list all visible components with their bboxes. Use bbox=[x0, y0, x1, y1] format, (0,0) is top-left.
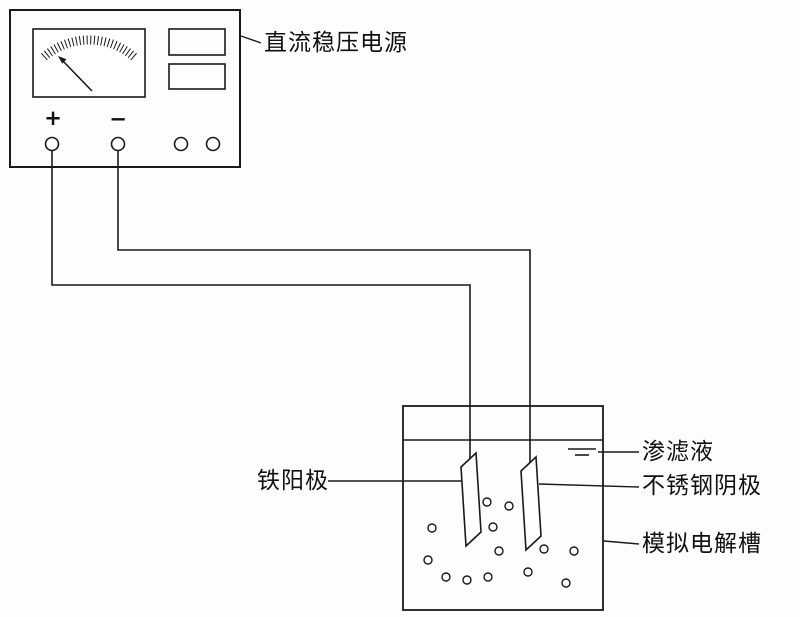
positive-terminal-post bbox=[44, 136, 60, 152]
bubble bbox=[561, 578, 571, 588]
label-power-supply: 直流稳压电源 bbox=[264, 30, 408, 56]
knob-left bbox=[173, 136, 189, 152]
leader-power-supply bbox=[240, 35, 262, 44]
power-supply-box bbox=[9, 9, 241, 168]
bubble bbox=[441, 572, 451, 582]
wire-positive-to-anode bbox=[51, 150, 471, 460]
label-iron-anode: 铁阳极 bbox=[257, 468, 329, 494]
bubble bbox=[494, 546, 504, 556]
meter-needle-arrowhead-icon bbox=[58, 56, 67, 64]
bubble bbox=[539, 544, 549, 554]
negative-terminal-label: − bbox=[109, 107, 127, 131]
bubble bbox=[427, 523, 437, 533]
meter-needle-icon bbox=[60, 58, 93, 92]
bubble bbox=[423, 555, 433, 565]
bubble bbox=[462, 575, 472, 585]
bubble bbox=[569, 546, 579, 556]
bubble bbox=[504, 501, 514, 511]
display-window-top bbox=[168, 28, 226, 56]
bubble bbox=[482, 497, 492, 507]
leader-tank bbox=[603, 540, 640, 545]
bubble bbox=[483, 572, 493, 582]
iron-anode-plate bbox=[460, 451, 482, 548]
tank-outline bbox=[402, 405, 604, 611]
negative-terminal-post bbox=[110, 136, 126, 152]
leader-cathode bbox=[538, 483, 640, 488]
bubble bbox=[488, 522, 498, 532]
bubbles bbox=[423, 497, 579, 588]
bubble bbox=[523, 567, 533, 577]
label-leachate: 渗滤液 bbox=[642, 439, 714, 465]
label-stainless-cathode: 不锈钢阴极 bbox=[642, 473, 762, 499]
knob-right bbox=[205, 136, 221, 152]
display-window-bottom bbox=[168, 63, 226, 90]
liquid-surface-icon bbox=[568, 448, 596, 456]
positive-terminal-label: + bbox=[44, 106, 62, 130]
stainless-cathode-plate bbox=[520, 455, 542, 552]
label-electrolysis-tank: 模拟电解槽 bbox=[642, 531, 762, 557]
meter-panel bbox=[32, 28, 146, 98]
wire-negative-to-cathode bbox=[117, 150, 531, 463]
leader-lines bbox=[240, 35, 640, 545]
